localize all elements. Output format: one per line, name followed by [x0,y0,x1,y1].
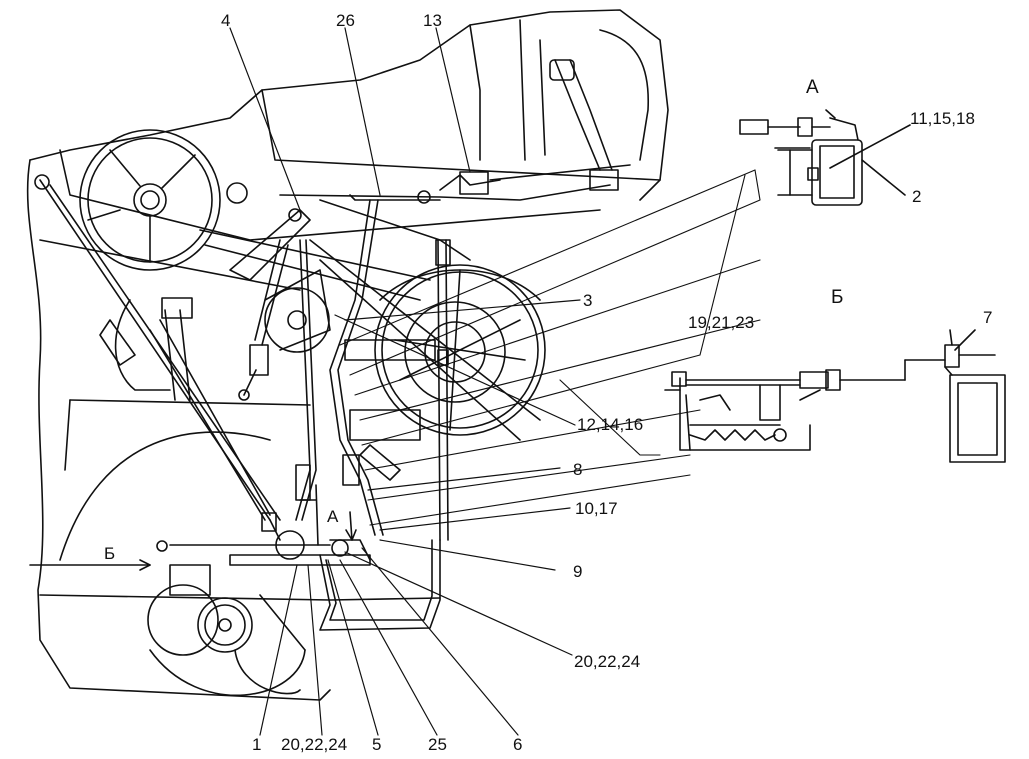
view-b-direction-label: Б [104,544,116,563]
callout-19-21-23: 19,21,23 [688,313,755,332]
callout-20-22-24-bottom: 20,22,24 [281,735,348,754]
callout-6: 6 [513,735,523,754]
callout-leaders [229,27,581,736]
callout-26: 26 [336,11,355,30]
callout-4: 4 [221,11,231,30]
view-a-direction-label: А [327,507,339,526]
callout-2: 2 [912,187,922,206]
steering-wheel [79,129,221,271]
lower-pulley [147,584,306,697]
lever-4 [229,208,311,401]
callout-12-14-16: 12,14,16 [577,415,644,434]
callout-25: 25 [428,735,447,754]
pedal-linkage [156,484,441,631]
control-rods [34,174,281,521]
upper-cable [279,59,631,204]
view-a-arrow-shaft [349,511,353,541]
callout-13: 13 [423,11,442,30]
view-a-arrowhead [345,529,357,541]
callout-10-17: 10,17 [575,499,618,518]
callout-3: 3 [583,291,593,310]
callout-7: 7 [983,308,993,327]
projection-lines [339,169,761,526]
callout-11-15-18: 11,15,18 [910,109,975,128]
view-b-title: Б [831,287,844,308]
callout-5: 5 [372,735,382,754]
machine-body-outline [26,9,669,701]
callout-8: 8 [573,460,583,479]
detail-view-b-mechanism [664,369,906,451]
view-b-arrowhead [139,559,151,571]
callout-20-22-24-right: 20,22,24 [574,652,641,671]
view-a-title: А [806,77,819,98]
callout-9: 9 [573,562,583,581]
view-direction-arrows [29,511,357,571]
detail-view-b-pedal [904,329,1006,463]
fan-pulley [374,264,546,436]
idler-pulley [226,182,331,353]
throttle-cable [295,199,384,536]
callout-1: 1 [252,735,262,754]
detail-view-a [739,109,911,206]
